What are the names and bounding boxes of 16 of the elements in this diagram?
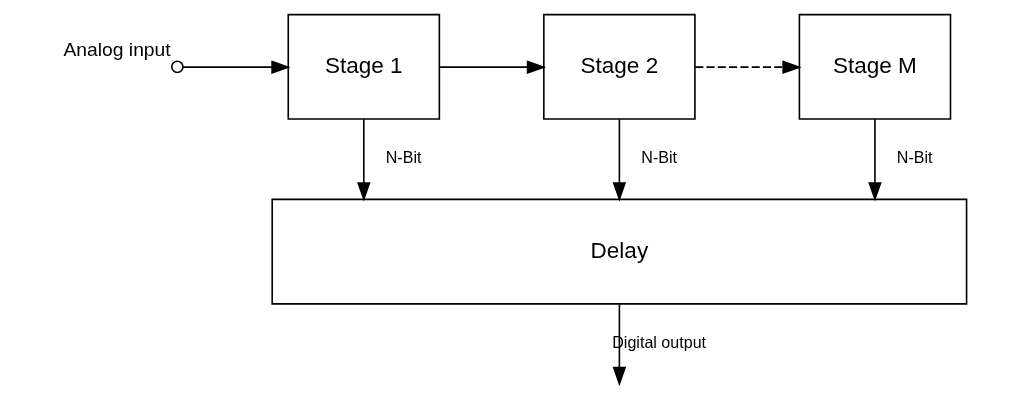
edge-label: N-Bit: [641, 148, 678, 167]
arrow: [182, 60, 291, 74]
arrow: [694, 60, 802, 74]
node-circle: [170, 60, 184, 74]
arrow: [439, 60, 547, 74]
node-box: Stage 1: [287, 13, 441, 120]
edge-label: N-Bit: [385, 148, 422, 167]
edge-label: N-Bit: [896, 148, 933, 167]
arrow: [612, 118, 627, 202]
arrow: [868, 118, 882, 202]
node-box: Stage M: [798, 13, 952, 120]
node-box: Delay: [271, 198, 968, 305]
node-box: Stage 2: [543, 13, 696, 120]
arrow: [357, 118, 371, 202]
node-label: Analog input: [63, 38, 171, 60]
arrow: [612, 303, 627, 387]
